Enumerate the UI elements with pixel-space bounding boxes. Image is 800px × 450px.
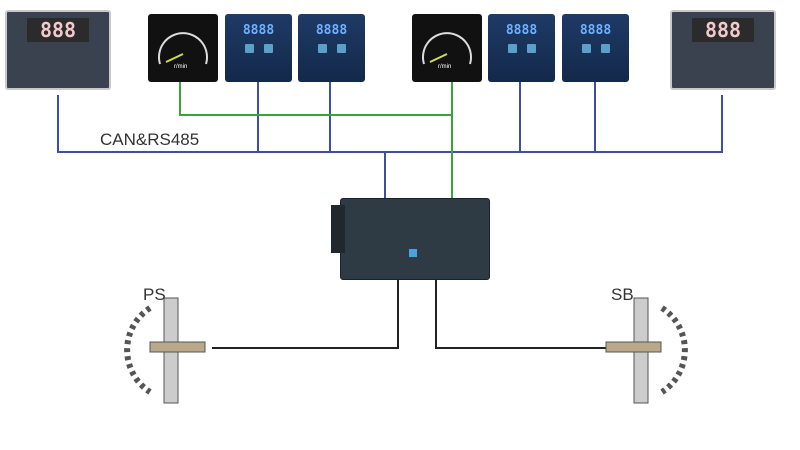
gauge-unit: r/min xyxy=(438,64,452,70)
speed-sensor-ps xyxy=(149,341,206,353)
tachometer-right: 888 xyxy=(670,10,776,90)
tachometer-display: 888 xyxy=(27,18,89,42)
ps-label: PS xyxy=(143,285,166,304)
panel-display: 8888 xyxy=(242,23,275,38)
tachometer-display: 888 xyxy=(692,18,754,42)
shaft-sb xyxy=(605,297,688,404)
panel-display: 8888 xyxy=(315,23,348,38)
sensor-wires xyxy=(212,280,608,349)
speed-sensor-sb xyxy=(605,341,662,353)
shaft-ps xyxy=(124,297,206,404)
panel-display: 8888 xyxy=(505,23,538,38)
sb-label: SB xyxy=(611,285,634,304)
analog-gauge-left: r/min xyxy=(148,14,218,82)
digital-panel-2: 8888 xyxy=(298,14,365,82)
bus-label: CAN&RS485 xyxy=(100,130,200,149)
digital-panel-3: 8888 xyxy=(488,14,555,82)
digital-panel-1: 8888 xyxy=(225,14,292,82)
tachometer-left: 888 xyxy=(5,10,111,90)
digital-panel-4: 8888 xyxy=(562,14,629,82)
panel-display: 8888 xyxy=(579,23,612,38)
can-rs485-bus xyxy=(57,82,723,198)
gauge-unit: r/min xyxy=(174,64,188,70)
speed-acquisition-controller xyxy=(331,198,490,280)
gauge-bus xyxy=(179,82,453,198)
analog-gauge-right: r/min xyxy=(412,14,482,82)
